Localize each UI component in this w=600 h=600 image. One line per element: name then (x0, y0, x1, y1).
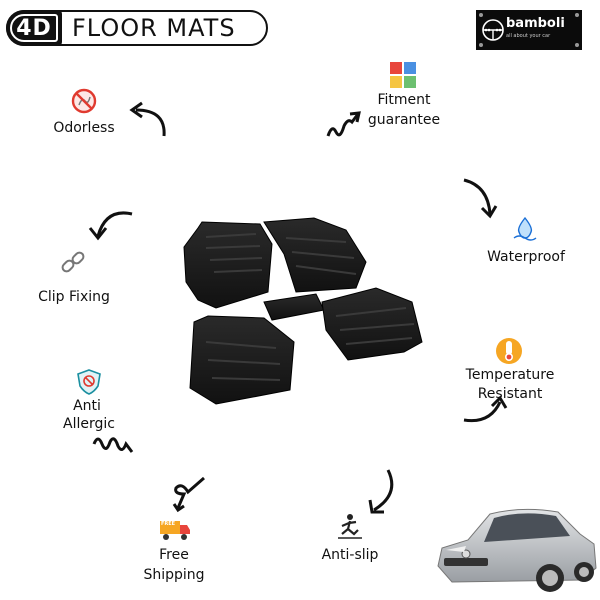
curved-arrow-icon (88, 211, 133, 241)
header-badge: 4D (10, 14, 58, 42)
curved-arrow-icon (129, 101, 166, 137)
feature-fitment-line2: guarantee (367, 112, 441, 128)
curved-arrow-icon (368, 469, 394, 514)
steering-wheel-icon (482, 19, 504, 41)
car-image (437, 508, 597, 592)
slipping-person-icon (338, 514, 362, 539)
feature-waterproof: Waterproof (487, 249, 565, 265)
feature-anti-line1: Anti (73, 398, 101, 414)
curly-arrow-icon (172, 476, 205, 513)
feature-anti-line2: Allergic (63, 416, 115, 432)
brand-name: bamboli (506, 16, 565, 31)
feature-fitment-line1: Fitment (377, 92, 431, 108)
logo-screws (479, 13, 579, 47)
feature-shipping-line1: Free (159, 547, 189, 563)
feature-temp-line2: Resistant (477, 386, 543, 402)
thermometer-icon (496, 338, 522, 364)
squiggle-arrow-icon (92, 437, 134, 453)
chain-link-icon (61, 251, 85, 273)
feature-clip-fixing: Clip Fixing (38, 289, 110, 305)
down-arrow-icon (463, 178, 498, 219)
squiggle-arrow-icon (326, 111, 361, 137)
delivery-truck-icon (160, 521, 190, 540)
shipping-badge: FREE (161, 521, 176, 527)
feature-temp-line1: Temperature (465, 367, 555, 383)
curved-arrow-icon (463, 395, 508, 423)
water-drop-icon (513, 216, 537, 241)
feature-odorless: Odorless (53, 120, 115, 136)
page-title: FLOOR MATS (72, 14, 236, 42)
floor-mats-image (183, 217, 423, 405)
no-odor-icon (71, 88, 97, 114)
allergy-shield-icon (77, 369, 101, 395)
puzzle-icon (390, 62, 416, 88)
brand-tagline: all about your car (506, 33, 551, 39)
feature-shipping-line2: Shipping (143, 567, 205, 583)
feature-antislip: Anti-slip (321, 547, 379, 563)
